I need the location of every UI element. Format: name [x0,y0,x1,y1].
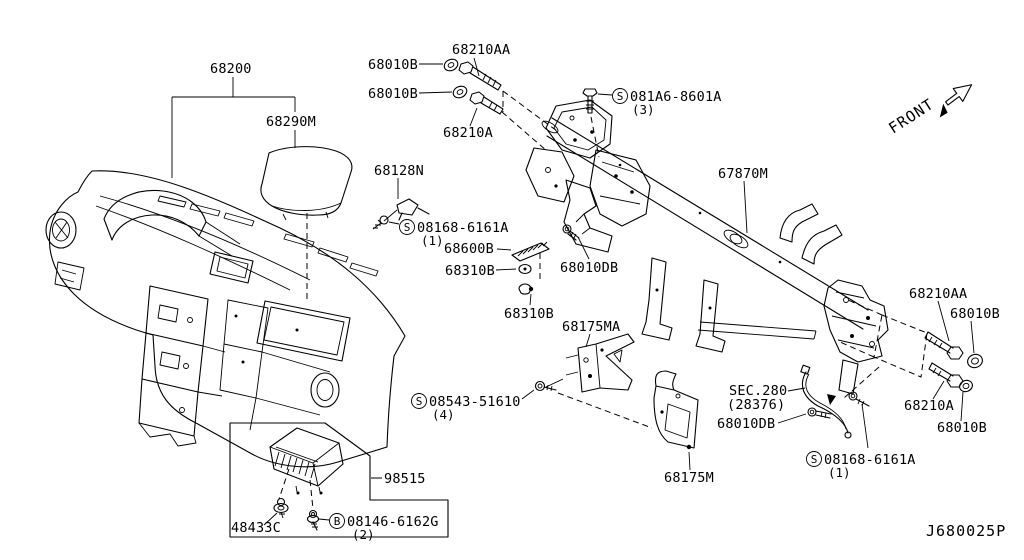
svg-text:08543-51610: 08543-51610 [429,394,521,410]
callout-68200: 68200 [210,61,252,77]
svg-text:08168-6161A: 08168-6161A [824,452,916,468]
grommets-68310B-drawing [518,263,534,295]
callout-68010B-left-top: 68010B [368,57,418,73]
callout-68310B-upper: 68310B [445,263,495,279]
drawing-code: J680025P [926,522,1006,540]
callout-qty: (2) [352,527,375,542]
instrument-panel-drawing [45,170,406,468]
callout-68600B: 68600B [444,241,494,257]
bracket-68175MA-drawing [534,333,635,393]
callout-08168-6161A-left: S 08168-6161A (1) [399,219,509,248]
callout-081A6-8601A: S 081A6-8601A (3) [612,88,722,117]
fasteners-left [443,58,598,115]
callout-68210AA-right: 68210AA [909,286,967,302]
callout-68010DB-upper: 68010DB [560,260,618,276]
callout-68128N: 68128N [374,163,424,179]
steering-member-drawing [525,99,889,395]
svg-text:081A6-8601A: 081A6-8601A [630,89,722,105]
callout-68010B-right-top: 68010B [950,306,1000,322]
callout-68175MA: 68175MA [562,319,620,335]
sec280-harness-drawing [800,364,870,439]
callout-leader-lines [171,57,975,526]
screw-symbol: S [617,90,624,103]
svg-text:SEC.280: SEC.280 [729,383,787,399]
callout-68010DB-lower: 68010DB [717,416,775,432]
callout-48433C: 48433C [231,520,281,536]
callout-qty: (3) [632,102,655,117]
svg-text:08146-6162G: 08146-6162G [347,514,439,530]
callout-08543-51610: S 08543-51610 (4) [411,393,521,422]
callout-sec280-sub: (28376) [727,397,785,413]
clip-68128N-drawing [372,198,430,230]
seal-strip-68600B-drawing [511,241,550,262]
callout-sec280: SEC.280 (28376) [727,383,787,413]
svg-text:08168-6161A: 08168-6161A [417,220,509,236]
callout-68210A-left: 68210A [443,125,493,141]
callout-68010B-left-mid: 68010B [368,86,418,102]
callout-qty: (1) [421,233,444,248]
screw-symbol: S [416,395,423,408]
callout-08168-6161A-right: S 08168-6161A (1) [806,451,916,480]
instrument-pad-drawing [260,146,353,221]
callout-08146-6162G: B 08146-6162G (2) [329,513,439,542]
callout-labels: 68200 68290M 68210AA 68010B 68010B 68210… [210,42,1000,542]
callout-68210A-right: 68210A [904,398,954,414]
callout-68290M: 68290M [266,114,316,130]
screw-symbol: S [404,221,411,234]
screw-symbol: S [811,453,818,466]
callout-68175M: 68175M [664,470,714,486]
front-arrow-icon [939,84,973,118]
callout-qty: (4) [432,407,455,422]
callout-68310B-lower: 68310B [504,306,554,322]
bolt-68010DB-upper-drawing [562,224,580,241]
callout-67870M: 67870M [718,166,768,182]
fasteners-right [924,331,983,393]
callout-qty: (1) [828,465,851,480]
callout-98515: 98515 [384,471,426,487]
airbag-module-box-drawing [229,422,449,538]
bracket-68175M-drawing [653,370,699,450]
bolt-symbol: B [334,515,341,528]
assembly-dashed-lines [278,90,928,510]
callout-68210AA-left: 68210AA [452,42,510,58]
callout-68010B-right-bottom: 68010B [937,420,987,436]
